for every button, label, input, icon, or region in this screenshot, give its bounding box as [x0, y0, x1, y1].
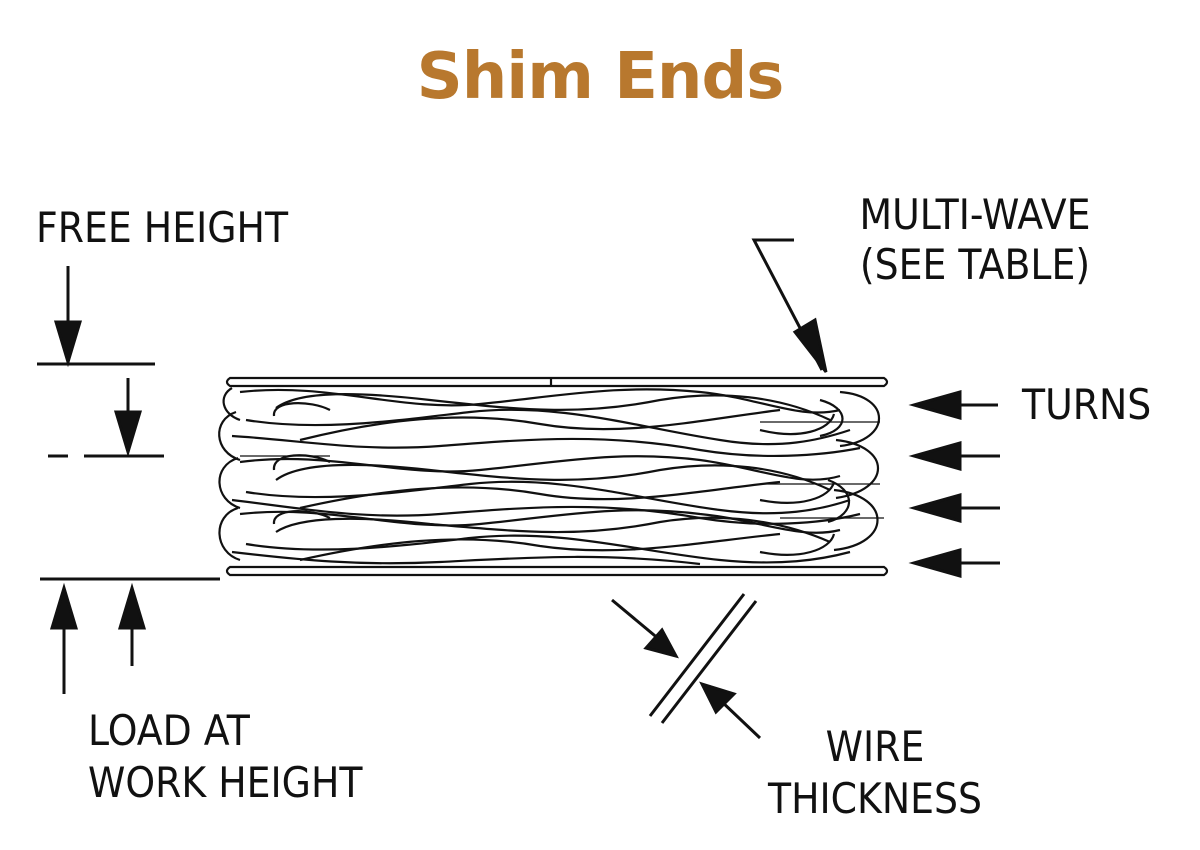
load-label-line2: WORK HEIGHT — [88, 758, 363, 807]
turns-arrowhead-4 — [908, 548, 962, 578]
turns-arrowhead-2 — [908, 441, 962, 471]
multi-wave-arrowhead — [792, 317, 828, 373]
shim-end-bottom — [225, 565, 889, 577]
wire-thickness-label-line2: THICKNESS — [767, 774, 983, 823]
load-arrowhead-2 — [117, 582, 147, 630]
turns-arrowhead-1 — [908, 390, 962, 420]
wire-thickness-line-1 — [648, 593, 746, 717]
load-dimension — [40, 577, 220, 694]
turns-arrows — [908, 390, 1000, 578]
load-label-line1: LOAD AT — [88, 706, 250, 755]
wire-thickness-arrowhead-2 — [699, 681, 737, 715]
wire-thickness-arrowhead-1 — [643, 627, 679, 659]
multi-wave-leader — [751, 238, 828, 373]
free-height-arrowhead — [53, 320, 83, 368]
multi-wave-label-line1: MULTI-WAVE — [859, 190, 1091, 239]
shim-end-top — [225, 376, 889, 388]
spring-body — [218, 376, 889, 577]
turns-label: TURNS — [1022, 380, 1152, 429]
multi-wave-label-line2: (SEE TABLE) — [859, 240, 1091, 289]
diagram-title: Shim Ends — [416, 40, 785, 114]
wire-thickness-line-2 — [660, 600, 758, 724]
turns-arrowhead-3 — [908, 493, 962, 523]
free-height-label: FREE HEIGHT — [36, 203, 289, 252]
wire-thickness-label-line1: WIRE — [825, 722, 925, 771]
work-height-arrowhead — [113, 410, 143, 458]
free-height-dimension — [37, 266, 164, 458]
load-arrowhead-1 — [49, 582, 79, 630]
wire-thickness-indicator — [611, 593, 762, 740]
